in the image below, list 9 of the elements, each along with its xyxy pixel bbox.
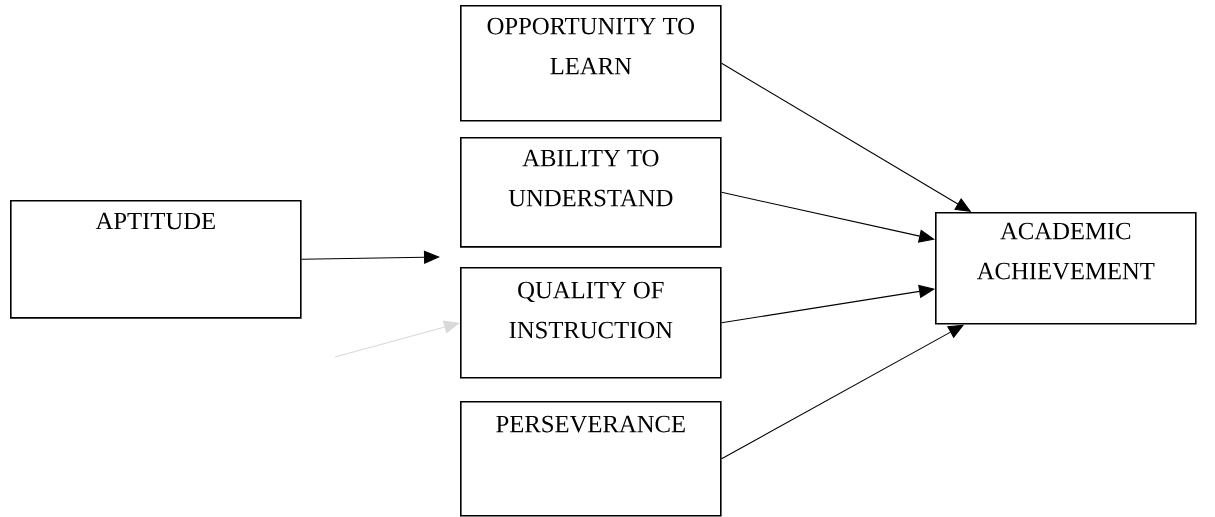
text-box: ACADEMIC ACHIEVEMENT xyxy=(935,212,1197,325)
text-box: APTITUDE xyxy=(10,200,302,319)
arrow xyxy=(721,284,935,324)
text-box: QUALITY OF INSTRUCTION xyxy=(460,267,722,379)
arrow xyxy=(721,191,935,243)
text-box: PERSEVERANCE xyxy=(460,401,722,517)
arrow xyxy=(334,320,460,358)
text-box: ABILITY TO UNDERSTAND xyxy=(460,137,722,248)
text-box: OPPORTUNITY TO LEARN xyxy=(460,5,722,122)
